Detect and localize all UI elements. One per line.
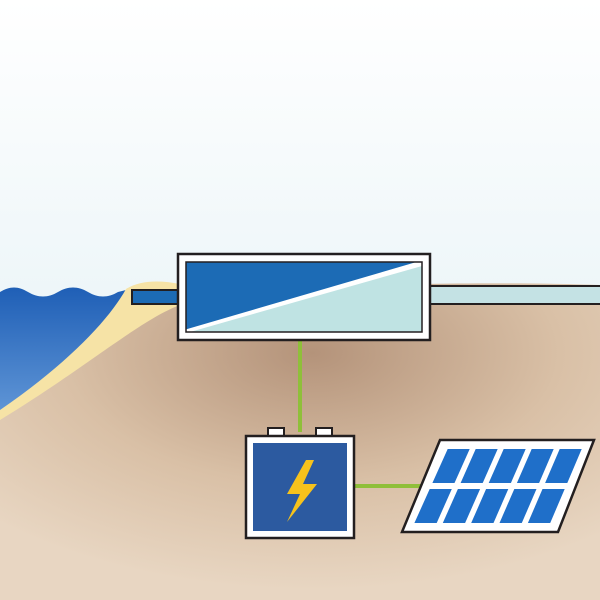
solar-cell	[516, 449, 554, 483]
battery-bolt-icon	[244, 427, 356, 540]
desalination-membrane-icon	[176, 252, 432, 342]
solar-cell	[414, 489, 452, 523]
solar-cell	[442, 489, 481, 523]
solar-cell	[499, 489, 537, 523]
solar-cells	[414, 449, 582, 523]
sand-beach-icon	[0, 281, 180, 420]
solar-cell	[460, 449, 498, 483]
membrane	[185, 260, 423, 333]
solar-cell	[527, 489, 565, 523]
solar-cell	[488, 449, 526, 483]
solar-cell	[432, 449, 470, 483]
unit-frame	[185, 261, 423, 333]
sea-water-icon	[0, 287, 126, 412]
product-chamber	[190, 266, 422, 332]
solar-cell	[471, 489, 509, 523]
solar-panel-icon	[400, 438, 596, 534]
outlet-pipe	[425, 285, 600, 305]
wiring	[298, 340, 426, 488]
lightning-bolt-icon	[287, 460, 317, 522]
solar-cell	[545, 449, 582, 483]
intake-pipe	[131, 289, 181, 305]
